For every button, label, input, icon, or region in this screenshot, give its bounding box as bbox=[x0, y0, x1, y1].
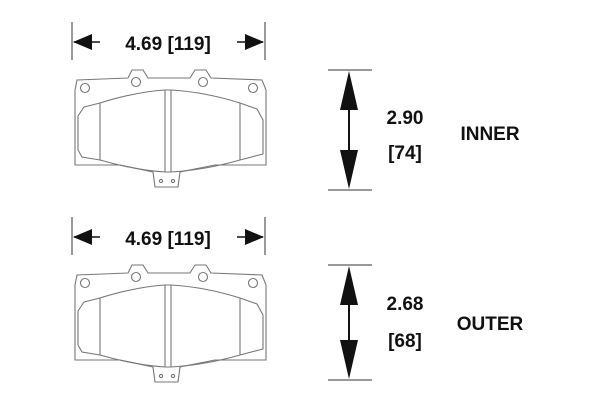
arrow-right-icon bbox=[245, 229, 264, 245]
arrow-down-icon bbox=[340, 340, 358, 379]
outer-pad-drawing bbox=[74, 264, 267, 383]
arrow-up-icon bbox=[340, 71, 358, 110]
inner-height-mm: [74] bbox=[388, 143, 422, 164]
outer-width-label: 4.69 [119] bbox=[125, 229, 211, 250]
inner-pad-drawing bbox=[74, 69, 267, 188]
arrow-left-icon bbox=[73, 229, 92, 245]
inner-width-dimension bbox=[71, 22, 266, 60]
outer-label: OUTER bbox=[457, 314, 524, 335]
arrow-left-icon bbox=[73, 34, 92, 50]
arrow-down-icon bbox=[340, 150, 358, 189]
arrow-up-icon bbox=[340, 266, 358, 305]
inner-height-in: 2.90 bbox=[387, 108, 424, 129]
inner-label: INNER bbox=[460, 124, 519, 145]
outer-height-dimension bbox=[328, 264, 372, 381]
outer-height-in: 2.68 bbox=[387, 294, 424, 315]
arrow-right-icon bbox=[245, 34, 264, 50]
outer-width-dimension bbox=[71, 217, 266, 255]
inner-width-label: 4.69 [119] bbox=[125, 34, 211, 55]
inner-height-dimension bbox=[328, 69, 372, 191]
outer-height-mm: [68] bbox=[388, 331, 422, 352]
